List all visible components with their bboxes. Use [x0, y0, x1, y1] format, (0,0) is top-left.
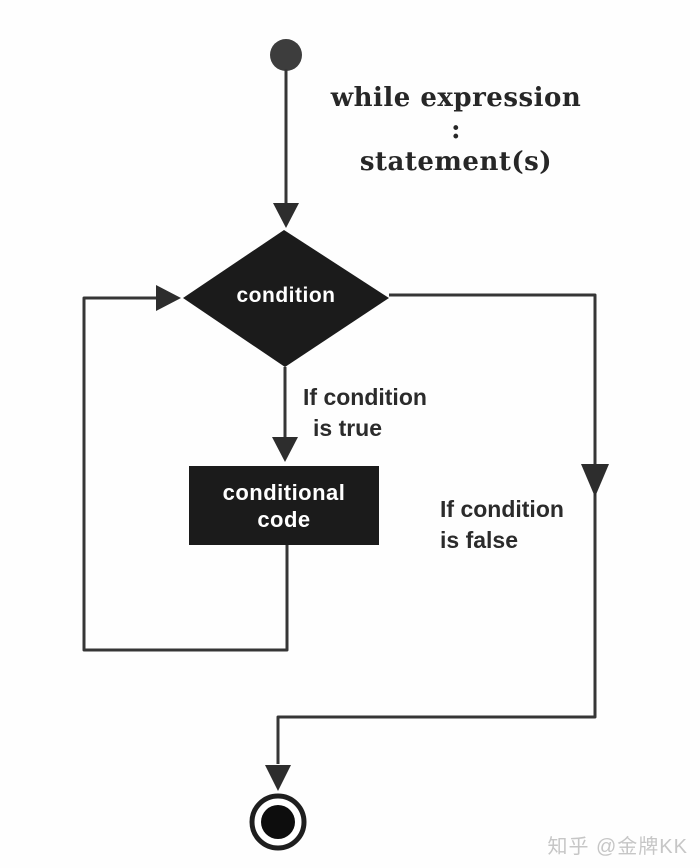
true-branch-line2: is true [313, 415, 383, 441]
conditional-code-node [189, 466, 379, 545]
code-annotation-line2: statement(s) [359, 147, 553, 177]
end-node-core [261, 805, 295, 839]
arrowhead-down-icon [272, 437, 298, 462]
false-branch-line1: If condition [440, 496, 564, 522]
arrowhead-right-icon [156, 285, 181, 311]
condition-node [183, 230, 389, 367]
arrowhead-down-icon [581, 464, 609, 497]
edge-false-branch [276, 293, 597, 764]
conditional-code-line1: conditional [222, 479, 346, 505]
condition-node-label: condition [236, 284, 336, 307]
arrowhead-down-icon [265, 765, 291, 791]
conditional-code-line2: code [257, 506, 311, 532]
conditional-code-label: conditional code [189, 466, 379, 545]
false-branch-line2: is false [440, 527, 518, 553]
code-annotation-line1: while expression : [330, 83, 582, 145]
arrowhead-down-icon [273, 203, 299, 228]
true-branch-label: If condition is true [303, 382, 427, 444]
true-branch-line1: If condition [303, 384, 427, 410]
edge-loop-back [82, 296, 289, 652]
code-annotation: while expression : statement(s) [322, 82, 590, 178]
false-branch-label: If condition is false [440, 494, 564, 556]
watermark: 知乎 @金牌KK [547, 836, 688, 858]
start-node [270, 39, 302, 71]
